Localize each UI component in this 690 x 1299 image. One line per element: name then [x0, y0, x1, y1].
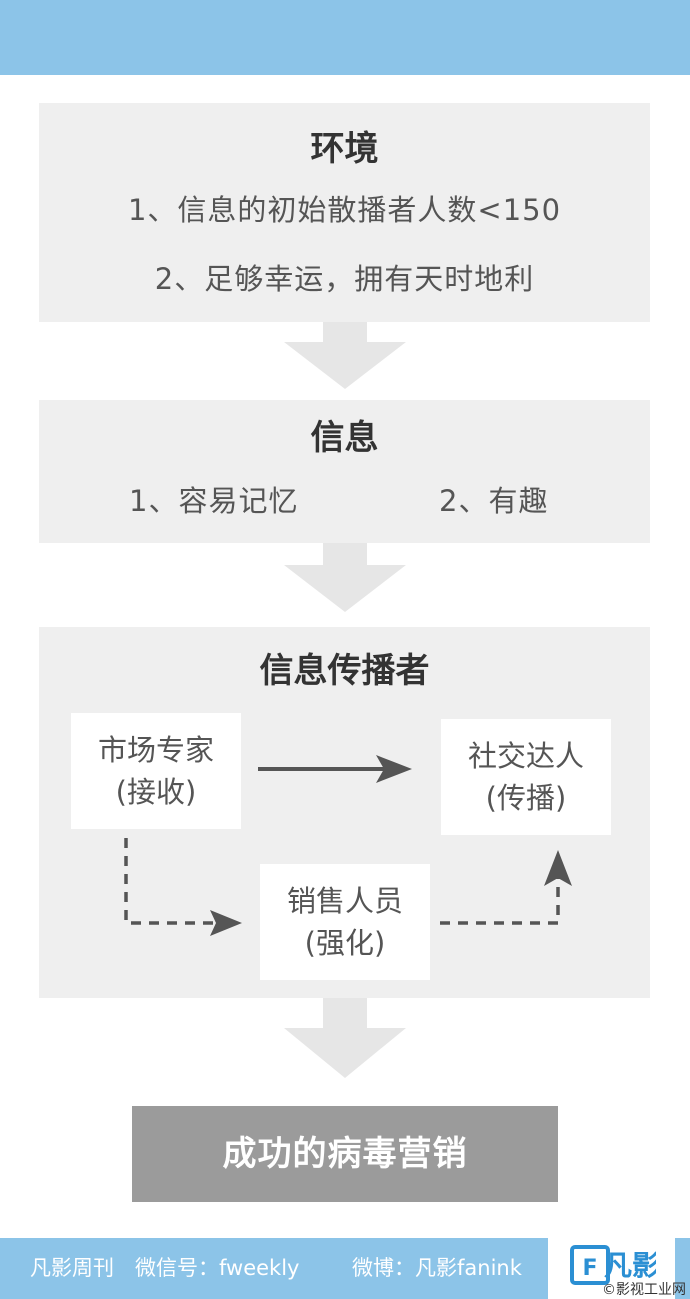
- information-item-2: 2、有趣: [439, 484, 549, 518]
- market-expert-box: 市场专家 (接收): [71, 713, 241, 829]
- footer-brand: 凡影周刊: [30, 1256, 114, 1280]
- outcome-box: 成功的病毒营销: [132, 1106, 558, 1202]
- logo-letter: F: [582, 1256, 597, 1281]
- down-arrow-icon: [284, 998, 406, 1078]
- environment-title: 环境: [310, 129, 379, 169]
- right-arrow-icon: [258, 755, 412, 783]
- social-hub-role: (传播): [485, 781, 567, 815]
- down-arrow-icon: [284, 322, 406, 389]
- dashed-elbow-arrow-icon: [440, 850, 572, 925]
- social-hub-label: 社交达人: [467, 739, 584, 773]
- footer: 凡影周刊 微信号：fweekly 微博：凡影fanink: [0, 1238, 690, 1299]
- information-item-1: 1、容易记忆: [129, 484, 299, 518]
- header-band: [0, 0, 690, 75]
- environment-item-1: 1、信息的初始散播者人数<150: [127, 193, 562, 227]
- market-expert-role: (接收): [115, 775, 197, 809]
- footer-weibo: 微博：凡影fanink: [352, 1256, 522, 1280]
- footer-wechat: 微信号：fweekly: [135, 1256, 300, 1280]
- information-title: 信息: [310, 418, 379, 458]
- environment-panel: 环境 1、信息的初始散播者人数<150 2、足够幸运，拥有天时地利: [39, 103, 650, 322]
- logo-text: 凡影: [604, 1249, 656, 1282]
- footer-right-band: [675, 1238, 690, 1299]
- footer-band: [0, 1238, 548, 1299]
- information-panel: 信息 1、容易记忆 2、有趣: [39, 400, 650, 543]
- salesperson-box: 销售人员 (强化): [260, 864, 430, 980]
- environment-item-2: 2、足够幸运，拥有天时地利: [154, 262, 535, 296]
- logo-icon: F 凡影: [570, 1245, 656, 1285]
- dashed-elbow-arrow-icon: [124, 838, 242, 936]
- market-expert-label: 市场专家: [97, 733, 214, 767]
- down-arrow-icon: [284, 543, 406, 612]
- social-hub-box: 社交达人 (传播): [441, 719, 611, 835]
- salesperson-label: 销售人员: [286, 884, 403, 918]
- spreaders-title: 信息传播者: [259, 651, 430, 691]
- salesperson-role: (强化): [304, 926, 386, 960]
- watermark: ©影视工业网: [602, 1282, 686, 1298]
